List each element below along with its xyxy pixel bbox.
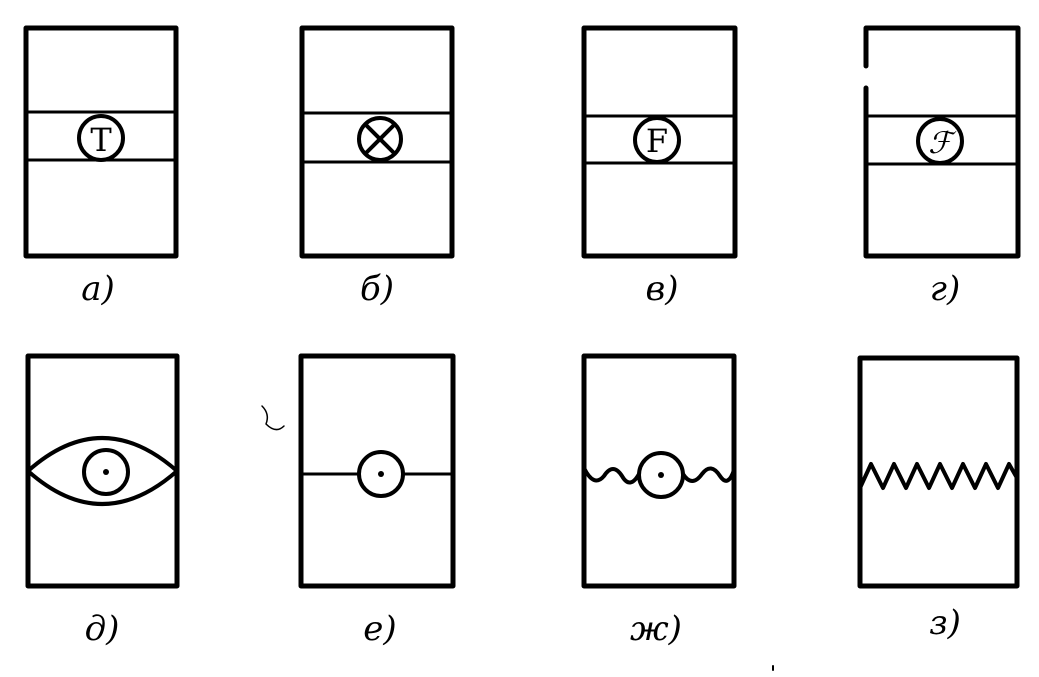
scan-speck: [261, 405, 285, 431]
panel-z-frame: [857, 355, 1020, 589]
panel-a-caption: а): [81, 269, 115, 309]
panel-v-frame: [581, 25, 738, 259]
panel-v-circle: [633, 116, 681, 164]
panel-zh-dot: [658, 472, 664, 478]
panel-d-lens: [26, 436, 179, 506]
panel-d-dot: [103, 469, 109, 475]
panel-e-caption: е): [363, 609, 396, 649]
panel-g-caption: г): [930, 269, 960, 309]
panel-b-cross-2: [364, 123, 396, 155]
panel-v-caption: в): [645, 269, 678, 309]
panel-g-circle: [916, 117, 964, 165]
panel-g-frame: [863, 25, 1021, 259]
panel-a-frame: [23, 25, 179, 259]
panel-e: е): [298, 353, 456, 649]
panel-v-symbol: F: [646, 122, 668, 160]
panel-b-caption: б): [360, 269, 394, 309]
panel-z-caption: з): [929, 603, 961, 643]
panel-d-caption: д): [85, 609, 120, 649]
panel-b-frame: [299, 25, 455, 259]
panel-e-dot: [378, 471, 384, 477]
panel-b: б): [299, 25, 455, 309]
panel-z: з): [857, 355, 1020, 643]
panel-zh-caption: ж): [630, 609, 682, 649]
panel-z-zigzag: [858, 462, 1019, 490]
panel-d: д): [25, 353, 180, 649]
panel-a-symbol: T: [90, 121, 112, 159]
panel-zh: ж): [581, 353, 737, 649]
panel-a: T а): [23, 25, 179, 309]
panel-a-circle: [77, 114, 125, 162]
panel-zh-wave: [582, 466, 736, 485]
panel-v: F в): [581, 25, 738, 309]
panel-g: ℱ г): [863, 25, 1021, 309]
panel-e-frame: [298, 353, 456, 589]
